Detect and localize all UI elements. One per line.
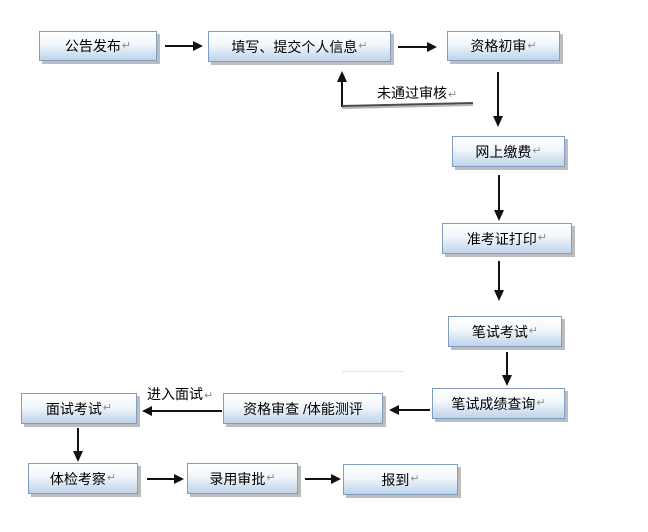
arrow-fill-to-review-line	[398, 46, 427, 48]
edge-label-text: 进入面试	[147, 386, 203, 402]
return-mark-icon: ↵	[204, 390, 214, 402]
arrow-qual-to-interview-line	[152, 410, 222, 412]
arrow-medical-to-approval-head	[174, 474, 184, 484]
node-label: 资格初审	[470, 38, 527, 54]
node-label: 体检考察	[49, 470, 106, 487]
arrow-interview-to-medical-head	[73, 451, 83, 462]
faint-artifact-line	[343, 371, 403, 372]
arrow-exam-to-score-line	[506, 352, 508, 376]
return-mark-icon: ↵	[106, 472, 117, 484]
node-label: 公告发布	[64, 38, 121, 54]
node-label: 网上缴费	[475, 143, 532, 160]
arrow-ticket-to-exam-head	[494, 290, 504, 301]
return-mark-icon: ↵	[102, 402, 113, 414]
node-label: 报到	[381, 471, 410, 488]
return-mark-icon: ↵	[536, 397, 546, 409]
arrow-approval-to-report-head	[331, 474, 341, 484]
arrow-announce-to-fill-line	[165, 45, 193, 47]
node-label: 准考证打印	[466, 230, 537, 247]
arrow-payment-to-ticket-head	[494, 210, 504, 221]
return-mark-icon: ↵	[528, 325, 539, 337]
return-mark-icon: ↵	[532, 145, 542, 157]
arrow-fail-return-head	[337, 71, 347, 82]
node-interview-exam: 面试考试↵	[21, 393, 137, 424]
node-online-payment: 网上缴费↵	[452, 136, 565, 167]
node-admission-ticket-print: 准考证打印↵	[442, 223, 572, 254]
return-mark-icon: ↵	[448, 89, 458, 101]
node-written-score-query: 笔试成绩查询↵	[432, 388, 565, 419]
node-label: 录用审批	[209, 470, 266, 487]
node-report-duty: 报到↵	[343, 464, 458, 495]
node-initial-review: 资格初审↵	[447, 31, 560, 61]
return-mark-icon: ↵	[527, 39, 537, 52]
node-announcement: 公告发布↵	[39, 31, 157, 61]
node-label: 资格审查 /体能测评	[243, 400, 363, 417]
return-mark-icon: ↵	[121, 39, 132, 52]
node-qualification-physical: 资格审查 /体能测评	[223, 393, 383, 424]
return-mark-icon: ↵	[266, 472, 276, 484]
arrow-medical-to-approval-line	[147, 478, 174, 480]
node-employment-approval: 录用审批↵	[187, 463, 298, 494]
arrow-fail-return-vline	[341, 81, 343, 107]
arrow-exam-to-score-head	[502, 375, 512, 386]
arrow-interview-to-medical-line	[77, 428, 79, 452]
return-mark-icon: ↵	[537, 232, 548, 244]
arrow-fill-to-review-head	[427, 42, 437, 52]
arrow-qual-to-interview-head	[142, 406, 152, 416]
arrow-score-to-qual-line	[399, 409, 430, 411]
arrow-review-to-payment-head	[493, 116, 503, 127]
node-fill-submit-info: 填写、提交个人信息↵	[208, 31, 391, 62]
arrow-score-to-qual-head	[389, 405, 399, 415]
node-medical-inspection: 体检考察↵	[28, 463, 138, 494]
node-written-exam: 笔试考试↵	[448, 316, 562, 347]
return-mark-icon: ↵	[358, 40, 368, 52]
node-label: 面试考试	[45, 400, 102, 417]
return-mark-icon: ↵	[410, 473, 420, 485]
arrow-payment-to-ticket-line	[498, 175, 500, 211]
edge-label-text: 未通过审核	[377, 85, 447, 101]
arrow-announce-to-fill-head	[193, 41, 203, 51]
node-label: 笔试成绩查询	[451, 395, 536, 412]
node-label: 填写、提交个人信息	[231, 38, 358, 55]
node-label: 笔试考试	[471, 323, 528, 340]
edge-label-fail-review: 未通过审核↵	[377, 83, 457, 103]
arrow-approval-to-report-line	[305, 478, 331, 480]
arrow-ticket-to-exam-line	[498, 261, 500, 291]
arrow-review-to-payment-line	[497, 72, 499, 117]
edge-label-enter-interview: 进入面试↵	[147, 384, 213, 404]
